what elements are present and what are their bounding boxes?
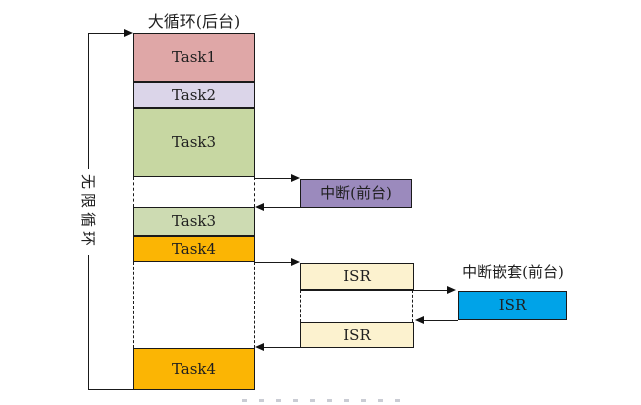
nested-interrupt-title: 中断嵌套(前台)	[462, 263, 564, 281]
isr-first-label: ISR	[343, 267, 371, 285]
interrupt-box: 中断(前台)	[300, 179, 412, 208]
isr-call-line	[255, 262, 292, 263]
task4-box-first: Task4	[133, 236, 255, 262]
nested-isr-label: ISR	[498, 296, 527, 314]
loop-arrowhead-icon	[124, 29, 133, 37]
task1-box: Task1	[133, 33, 255, 82]
interrupt-call-arrowhead-icon	[291, 174, 300, 182]
task4-box-second: Task4	[133, 348, 255, 390]
task3-first-label: Task3	[171, 133, 217, 151]
caption-fragment	[242, 399, 410, 402]
task4-first-label: Task4	[171, 239, 217, 258]
isr-call-arrowhead-icon	[291, 258, 300, 266]
background-loop-title: 大循环(后台)	[147, 12, 241, 31]
nested-return-arrowhead-icon	[415, 316, 424, 324]
task4-second-label: Task4	[171, 359, 217, 378]
task3-second-label: Task3	[171, 212, 217, 230]
task2-label: Task2	[171, 85, 217, 104]
idle-gap-first	[133, 177, 255, 207]
nested-call-arrowhead-icon	[447, 286, 456, 294]
nested-isr-box: ISR	[458, 291, 567, 320]
interrupt-return-line	[262, 207, 300, 208]
task2-box: Task2	[133, 82, 255, 108]
isr-return-arrowhead-icon	[255, 343, 264, 351]
infinite-loop-label: 无限循环	[79, 169, 97, 255]
isr-second-label: ISR	[343, 325, 371, 344]
task3-box-second: Task3	[133, 207, 255, 236]
task3-box-first: Task3	[133, 108, 255, 177]
interrupt-return-arrowhead-icon	[255, 203, 264, 211]
interrupt-label: 中断(前台)	[320, 184, 392, 202]
isr-box-first: ISR	[300, 263, 414, 290]
nested-return-line	[423, 320, 458, 321]
isr-gap-dash-right	[412, 290, 413, 322]
loop-line-bottom	[88, 389, 133, 390]
nested-call-line	[300, 290, 448, 291]
task1-label: Task1	[171, 48, 217, 66]
isr-gap-dash-left	[300, 290, 301, 322]
isr-return-line	[262, 347, 300, 348]
interrupt-call-line	[255, 178, 292, 179]
idle-gap-second	[133, 262, 255, 348]
isr-box-second: ISR	[300, 322, 414, 348]
loop-line-top	[88, 33, 124, 34]
